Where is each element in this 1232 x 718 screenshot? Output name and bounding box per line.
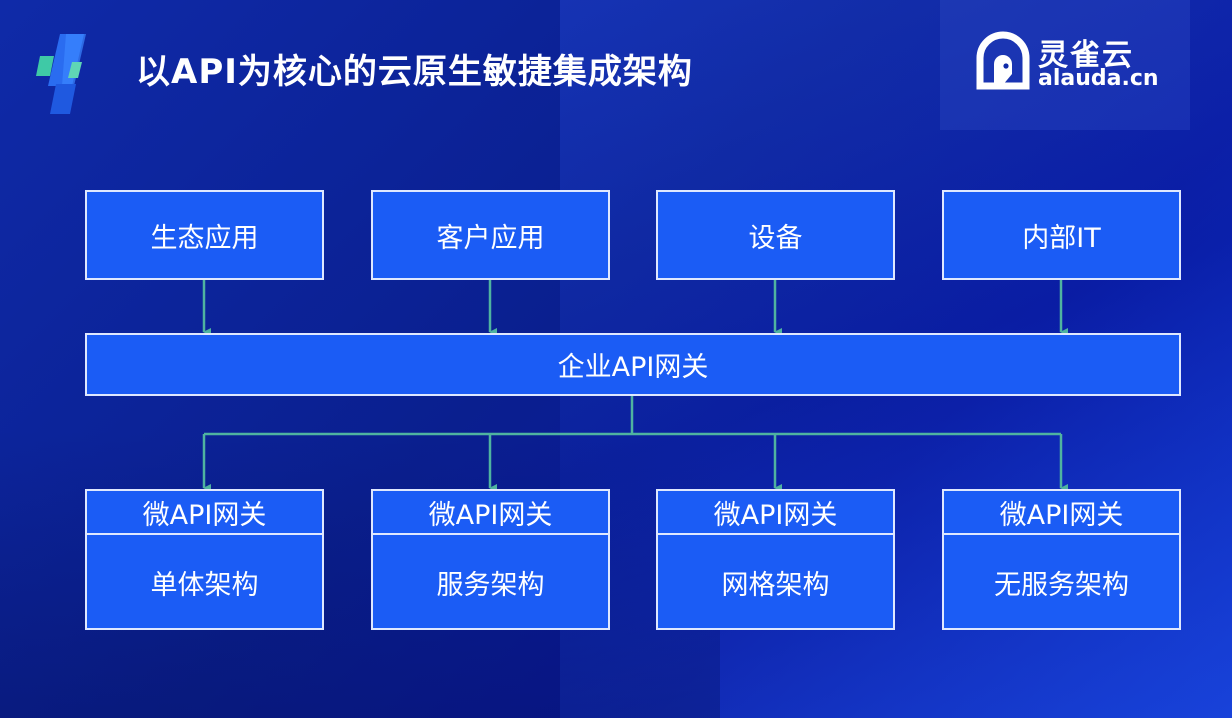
micro-gateway-header: 微API网关 <box>658 491 893 535</box>
top-box-devices: 设备 <box>656 190 895 280</box>
micro-gateway-header: 微API网关 <box>944 491 1179 535</box>
micro-gateway-serverless: 微API网关 无服务架构 <box>942 489 1181 630</box>
top-box-customer-apps: 客户应用 <box>371 190 610 280</box>
micro-gateway-mesh: 微API网关 网格架构 <box>656 489 895 630</box>
bird-logo-icon <box>976 31 1030 90</box>
page-title: 以API为核心的云原生敏捷集成架构 <box>136 52 693 92</box>
micro-gateway-header: 微API网关 <box>87 491 322 535</box>
architecture-label: 服务架构 <box>436 569 545 601</box>
top-box-internal-it: 内部IT <box>942 190 1181 280</box>
micro-gateway-header: 微API网关 <box>373 491 608 535</box>
micro-gateway-monolith: 微API网关 单体架构 <box>85 489 324 630</box>
brand-name: 灵雀云 <box>1038 38 1134 73</box>
brand-logo: 灵雀云 alauda.cn <box>974 28 1164 92</box>
brand-domain: alauda.cn <box>1038 66 1159 91</box>
architecture-label: 网格架构 <box>721 569 830 601</box>
architecture-label: 无服务架构 <box>994 569 1129 601</box>
enterprise-api-gateway: 企业API网关 <box>85 333 1181 396</box>
architecture-label: 单体架构 <box>150 569 259 601</box>
micro-gateway-service: 微API网关 服务架构 <box>371 489 610 630</box>
top-box-ecosystem-apps: 生态应用 <box>85 190 324 280</box>
slide-logo-icon <box>36 34 86 114</box>
